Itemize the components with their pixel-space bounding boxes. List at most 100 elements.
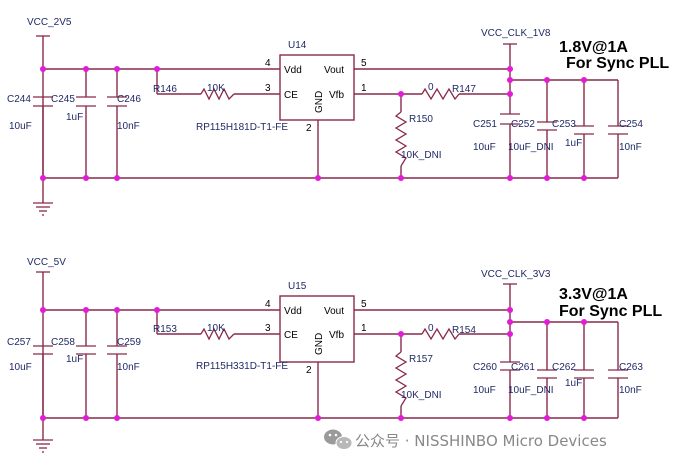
capacitor-c245 xyxy=(76,96,96,107)
capacitor-value: 10nF xyxy=(619,385,642,396)
capacitor-c251 xyxy=(500,113,520,125)
regulator-circuit-3v3: VCC_5V VCC_CLK_3V3 3.3V@1A For Sync PLL … xyxy=(7,257,662,453)
output-headline: 3.3V@1A xyxy=(559,286,628,303)
resistor-ref: R147 xyxy=(452,84,476,95)
resistor-r153 xyxy=(200,327,235,341)
resistor-value: 10K_DNI xyxy=(401,150,442,161)
capacitor-ref: C246 xyxy=(117,94,141,105)
capacitor-ref: C244 xyxy=(7,94,31,105)
pin-number-vfb: 1 xyxy=(361,83,367,94)
watermark-text: 公众号 · NISSHINBO Micro Devices xyxy=(355,432,607,450)
pin-number-vout: 5 xyxy=(361,58,367,69)
capacitor-value: 10nF xyxy=(117,362,140,373)
resistor-r146 xyxy=(200,87,235,101)
ic-pin-vdd: Vdd xyxy=(284,306,302,317)
vin-net-label: VCC_2V5 xyxy=(27,17,72,28)
capacitor-ref: C257 xyxy=(7,337,31,348)
ic-u15-body xyxy=(279,295,355,363)
regulator-circuit-1v8: VCC_2V5 VCC_CLK_1V8 1.8V@1A For Sync PLL… xyxy=(7,17,669,216)
vout-net-label: VCC_CLK_3V3 xyxy=(481,269,551,280)
capacitor-ref: C260 xyxy=(473,362,497,373)
capacitor-c263 xyxy=(608,369,628,379)
ic-pin-vfb: Vfb xyxy=(329,90,344,101)
capacitor-c262 xyxy=(574,369,594,379)
capacitor-ref: C252 xyxy=(511,119,535,130)
capacitor-c260 xyxy=(500,361,520,371)
capacitor-c257 xyxy=(33,345,53,355)
capacitor-ref: C245 xyxy=(51,94,75,105)
ground-symbol-3v3 xyxy=(33,439,53,453)
output-headline: 1.8V@1A xyxy=(559,39,628,56)
capacitor-value: 1uF xyxy=(66,354,83,365)
capacitor-value: 10uF xyxy=(473,385,496,396)
junctions-3v3 xyxy=(40,307,587,421)
capacitor-value: 10uF xyxy=(9,121,32,132)
capacitor-c244 xyxy=(33,96,53,107)
resistor-value: 0 xyxy=(428,323,434,334)
capacitor-c246 xyxy=(107,96,127,107)
capacitor-c261 xyxy=(537,369,557,379)
wechat-icon xyxy=(324,429,353,450)
watermark: 公众号 · NISSHINBO Micro Devices xyxy=(324,429,607,450)
capacitor-ref: C251 xyxy=(473,119,497,130)
resistor-r157 xyxy=(394,351,408,407)
resistor-r154 xyxy=(421,327,460,341)
capacitor-value: 1uF xyxy=(565,138,582,149)
pin-number-vdd: 4 xyxy=(265,299,271,310)
ic-pin-gnd: GND xyxy=(314,333,325,355)
resistor-value: 10K xyxy=(207,83,225,94)
ic-ref: U14 xyxy=(288,40,307,51)
pin-number-ce: 3 xyxy=(265,323,271,334)
ic-part-number: RP115H181D-T1-FE xyxy=(196,122,288,133)
pin-number-ce: 3 xyxy=(265,83,271,94)
capacitor-value: 10uF_DNI xyxy=(508,385,554,396)
capacitor-value: 1uF xyxy=(565,378,582,389)
capacitor-c259 xyxy=(107,345,127,355)
pin-number-vfb: 1 xyxy=(361,323,367,334)
capacitor-c258 xyxy=(76,345,96,355)
output-subline: For Sync PLL xyxy=(566,55,669,72)
pin-number-vout: 5 xyxy=(361,299,367,310)
capacitor-c253 xyxy=(574,125,594,135)
capacitor-ref: C254 xyxy=(619,119,643,130)
ic-part-number: RP115H331D-T1-FE xyxy=(196,361,288,372)
pin-number-vdd: 4 xyxy=(265,58,271,69)
ic-pin-vfb: Vfb xyxy=(329,330,344,341)
capacitor-ref: C258 xyxy=(51,337,75,348)
capacitor-c252 xyxy=(537,121,557,131)
ic-pin-vdd: Vdd xyxy=(284,65,302,76)
wires-3v3 xyxy=(42,272,619,440)
resistor-ref: R150 xyxy=(409,114,433,125)
junctions-1v8 xyxy=(40,66,587,181)
capacitor-value: 10uF xyxy=(473,142,496,153)
resistor-value: 10K xyxy=(207,323,225,334)
resistor-value: 0 xyxy=(428,82,434,93)
ic-pin-ce: CE xyxy=(284,90,298,101)
ic-u14-body xyxy=(279,54,355,121)
output-subline: For Sync PLL xyxy=(559,303,662,320)
ic-ref: U15 xyxy=(288,281,307,292)
pin-number-gnd: 2 xyxy=(306,123,312,134)
resistor-value: 10K_DNI xyxy=(401,390,442,401)
capacitor-ref: C253 xyxy=(552,119,576,130)
vin-net-label: VCC_5V xyxy=(27,257,66,268)
ground-symbol-1v8 xyxy=(33,202,53,216)
capacitor-value: 10nF xyxy=(619,142,642,153)
ic-pin-vout: Vout xyxy=(324,65,344,76)
capacitor-value: 10uF_DNI xyxy=(508,142,554,153)
resistor-r150 xyxy=(394,111,408,167)
capacitor-value: 10nF xyxy=(117,121,140,132)
resistor-r147 xyxy=(421,87,460,101)
pin-number-gnd: 2 xyxy=(306,365,312,376)
ic-pin-gnd: GND xyxy=(314,91,325,113)
capacitor-value: 10uF xyxy=(9,362,32,373)
resistor-ref: R146 xyxy=(153,84,177,95)
capacitor-ref: C259 xyxy=(117,337,141,348)
capacitor-ref: C263 xyxy=(619,362,643,373)
resistor-ref: R153 xyxy=(153,324,177,335)
ic-pin-ce: CE xyxy=(284,330,298,341)
resistor-ref: R154 xyxy=(452,325,476,336)
vout-net-label: VCC_CLK_1V8 xyxy=(481,28,551,39)
capacitor-value: 1uF xyxy=(66,112,83,123)
